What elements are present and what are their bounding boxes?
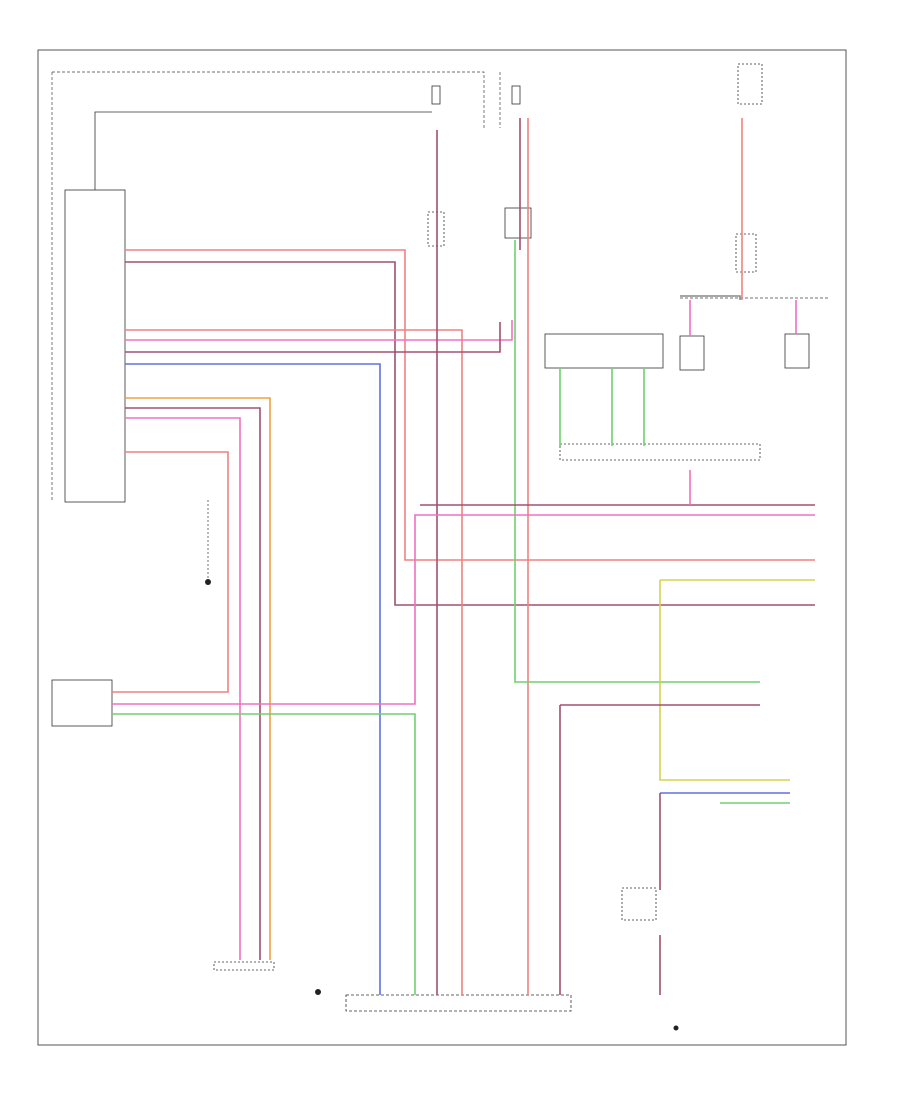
wire-red-2 xyxy=(125,329,463,995)
wire-harness xyxy=(112,118,815,995)
wire-pink-1 xyxy=(125,320,513,341)
wire-pink-4 xyxy=(689,300,797,336)
switch-left xyxy=(679,335,705,371)
transmission-sensor xyxy=(51,679,113,727)
relay-bottom-right xyxy=(621,887,657,921)
wire-pink-3 xyxy=(112,514,815,705)
wire-orange-1 xyxy=(125,397,271,960)
ground-lower-mid xyxy=(315,989,321,995)
control-module xyxy=(64,189,126,503)
wire-red-1 xyxy=(125,249,815,561)
wire-maroon-3 xyxy=(125,407,261,960)
junction-connector-2 xyxy=(504,207,532,239)
ig-fuse xyxy=(511,85,521,105)
sensor-left-bottom xyxy=(213,961,275,971)
wire-green-4 xyxy=(559,368,645,446)
wire-green-2 xyxy=(112,713,416,995)
hot-at-all-times-fuse xyxy=(431,85,441,105)
diagram-frame xyxy=(37,49,847,1046)
multiplex-lower-bus xyxy=(559,443,761,461)
module-power-feed xyxy=(94,111,432,190)
wire-maroon-2 xyxy=(125,322,501,353)
multiplex-block xyxy=(544,333,664,369)
wire-maroon-1 xyxy=(125,261,815,606)
wire-blue-1 xyxy=(125,363,381,995)
ground-bottom-right xyxy=(673,1025,679,1031)
wire-maroon-7 xyxy=(559,704,760,995)
wire-gray-1 xyxy=(680,295,741,300)
ground-point-left xyxy=(205,500,211,585)
relay-mid-right xyxy=(735,233,757,273)
junction-connector-1 xyxy=(427,211,445,247)
power-rail-dashed xyxy=(52,71,485,128)
wire-green-1 xyxy=(514,240,760,683)
relay-top-right xyxy=(737,63,763,105)
wire-yellow-1 xyxy=(659,579,815,781)
switch-right xyxy=(784,333,810,369)
wire-pink-2 xyxy=(125,417,241,960)
lower-connector xyxy=(345,994,572,1012)
wire-red-3 xyxy=(112,451,229,693)
